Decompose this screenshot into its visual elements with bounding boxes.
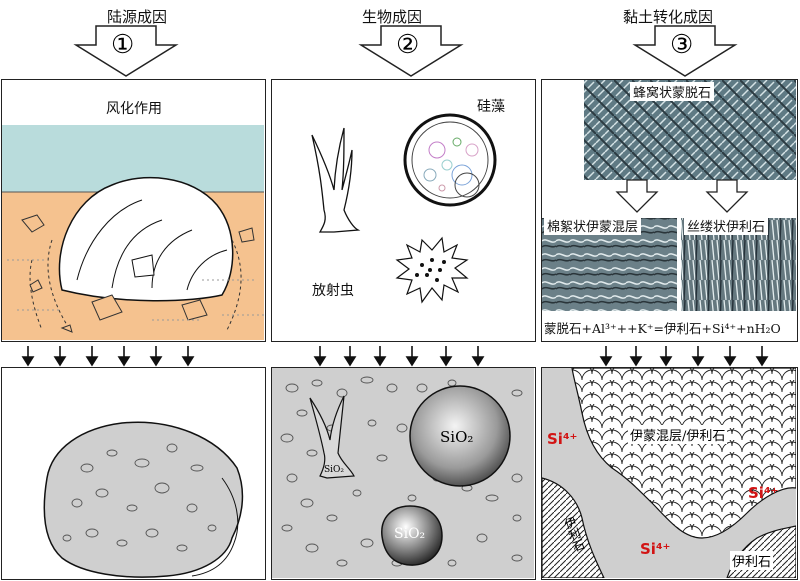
label-honeycomb-montmorillonite: 蜂窝状蒙脱石 (630, 82, 715, 101)
column-1-title: 陆源成因 (106, 8, 167, 26)
label-sio2-mid: SiO₂ (394, 526, 426, 542)
panel-clay-product: 伊蒙混层/伊利石 Si⁴⁺ Si⁴⁺ Si⁴⁺ 伊利石 伊利石 (541, 367, 798, 580)
column-2-title: 生物成因 (361, 8, 422, 26)
panel-biogenic-silica: SiO₂ SiO₂ SiO₂ (271, 367, 536, 580)
arrow-3 (632, 25, 738, 77)
panel-clay: 蜂窝状蒙脱石 棉絮状伊蒙混层 丝缕状伊利石 蒙脱石+Al³⁺++K⁺=伊利石+S… (541, 79, 798, 342)
column-1-number: ① (111, 30, 135, 60)
sponge-spicule (311, 127, 361, 233)
label-fibrous-illite: 丝缕状伊利石 (684, 216, 769, 235)
arrow-1 (73, 25, 179, 77)
panel-detrital-grain (1, 367, 266, 580)
label-si-ion-3: Si⁴⁺ (640, 540, 671, 558)
panel-weathering: 风化作用 (1, 79, 266, 342)
label-sio2-big: SiO₂ (440, 428, 474, 446)
header-arrows (73, 25, 738, 77)
label-sio2-small: SiO₂ (324, 465, 345, 475)
arrow-sem-left (615, 179, 659, 213)
diatom-shell (403, 113, 497, 207)
radiolarian-label: 放射虫 (312, 283, 354, 299)
big-silica-sphere (409, 385, 511, 487)
diatom-label: 硅藻 (477, 99, 505, 115)
biogenic-silica (272, 368, 534, 578)
label-illite-right: 伊利石 (730, 551, 774, 570)
label-si-ion-1: Si⁴⁺ (547, 430, 578, 448)
weathering-label: 风化作用 (106, 101, 162, 117)
down-arrows (21, 346, 769, 367)
weathered-rock (58, 176, 234, 302)
label-illite-smectite: 伊蒙混层/伊利石 (628, 425, 728, 444)
label-si-ion-2: Si⁴⁺ (748, 484, 779, 502)
down-arrows-3 (599, 346, 769, 367)
label-cotton-illite-smectite: 棉絮状伊蒙混层 (544, 216, 642, 235)
column-2-number: ② (396, 30, 420, 60)
illite-smectite-mass (571, 368, 796, 539)
small-silica-spicule (309, 395, 355, 479)
sem-images (542, 80, 796, 311)
down-arrows-1 (21, 346, 195, 367)
arrow-sem-right (705, 179, 749, 213)
detrital-grain (43, 421, 244, 578)
weathering-scene (2, 80, 264, 340)
column-3-number: ③ (670, 30, 694, 60)
reaction-equation: 蒙脱石+Al³⁺++K⁺=伊利石+Si⁴⁺+nH₂O (544, 321, 781, 336)
biogenic-scene (311, 113, 497, 304)
clay-product (542, 368, 796, 578)
mid-silica-grain (381, 505, 443, 566)
illite-left-fan (542, 477, 605, 578)
arrow-2 (358, 25, 464, 77)
down-arrows-2 (313, 346, 485, 367)
panel-biogenic: 硅藻 放射虫 (271, 79, 536, 342)
column-3-title: 黏土转化成因 (622, 8, 713, 26)
radiolarian (395, 236, 469, 304)
